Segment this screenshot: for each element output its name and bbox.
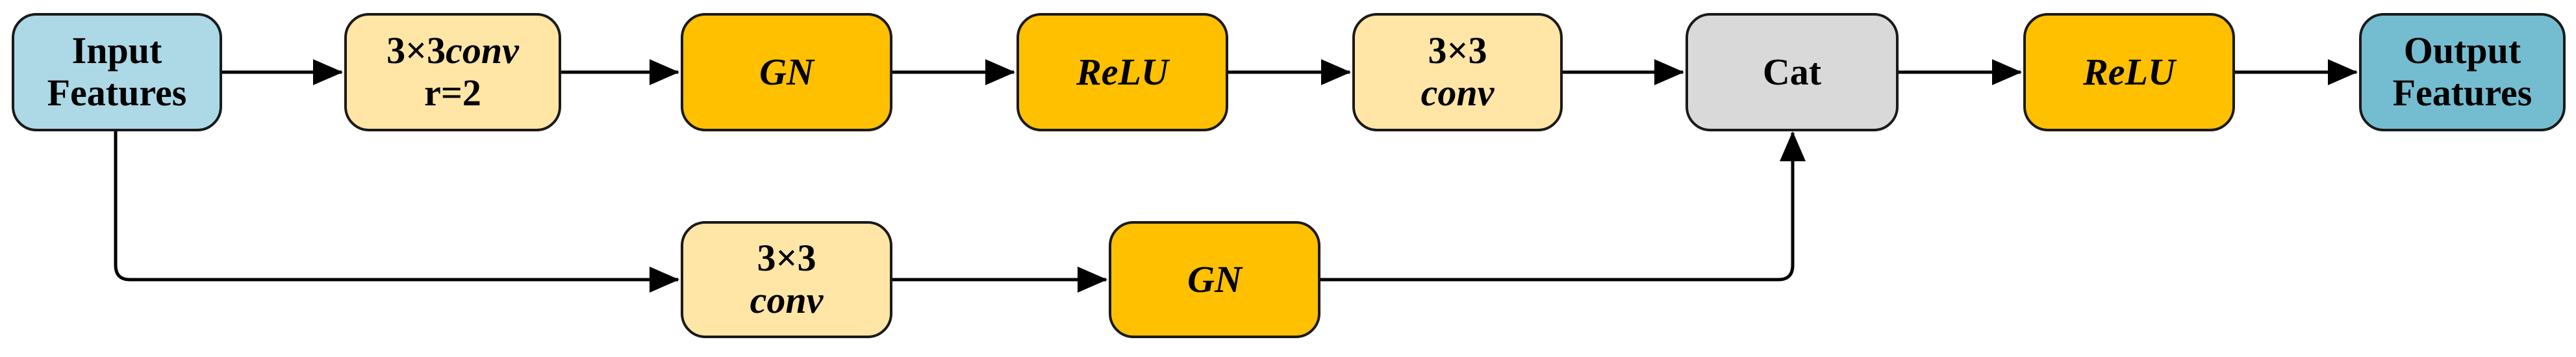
conv-bottom-op: conv [750,279,824,321]
gn-bottom-label: GN [1187,258,1242,300]
conv-bottom-kernel: 3×3 [757,237,816,280]
cat-label: Cat [1762,50,1822,93]
gn-node-top: GN [681,13,892,131]
input-features-node: Input Features [12,13,222,131]
output-features-line1: Output [2403,29,2521,72]
output-features-line2: Features [2392,72,2532,114]
dilated-conv-line1: 3×3conv [386,29,519,72]
arrow-input-to-bottom-conv [114,131,679,293]
dilated-conv-node: 3×3conv r=2 [344,13,561,131]
conv-top-op: conv [1421,72,1495,114]
conv-node-bottom: 3×3 conv [681,221,892,338]
dilated-conv-op: conv [446,29,519,72]
input-features-line2: Features [47,72,187,114]
relu-2-label: ReLU [2083,50,2175,93]
relu-node-2: ReLU [2023,13,2235,131]
input-features-line1: Input [71,29,162,72]
conv-node-top: 3×3 conv [1352,13,1563,131]
dilated-conv-kernel: 3×3 [386,29,446,72]
relu-1-label: ReLU [1076,50,1168,93]
cat-node: Cat [1686,13,1899,131]
output-features-node: Output Features [2359,13,2566,131]
gn-top-label: GN [759,50,814,93]
arrow-bottom-gn-to-cat [1320,131,1806,282]
relu-node-1: ReLU [1017,13,1228,131]
dilated-conv-rate: r=2 [424,72,481,114]
conv-top-kernel: 3×3 [1428,29,1487,72]
gn-node-bottom: GN [1109,221,1320,338]
